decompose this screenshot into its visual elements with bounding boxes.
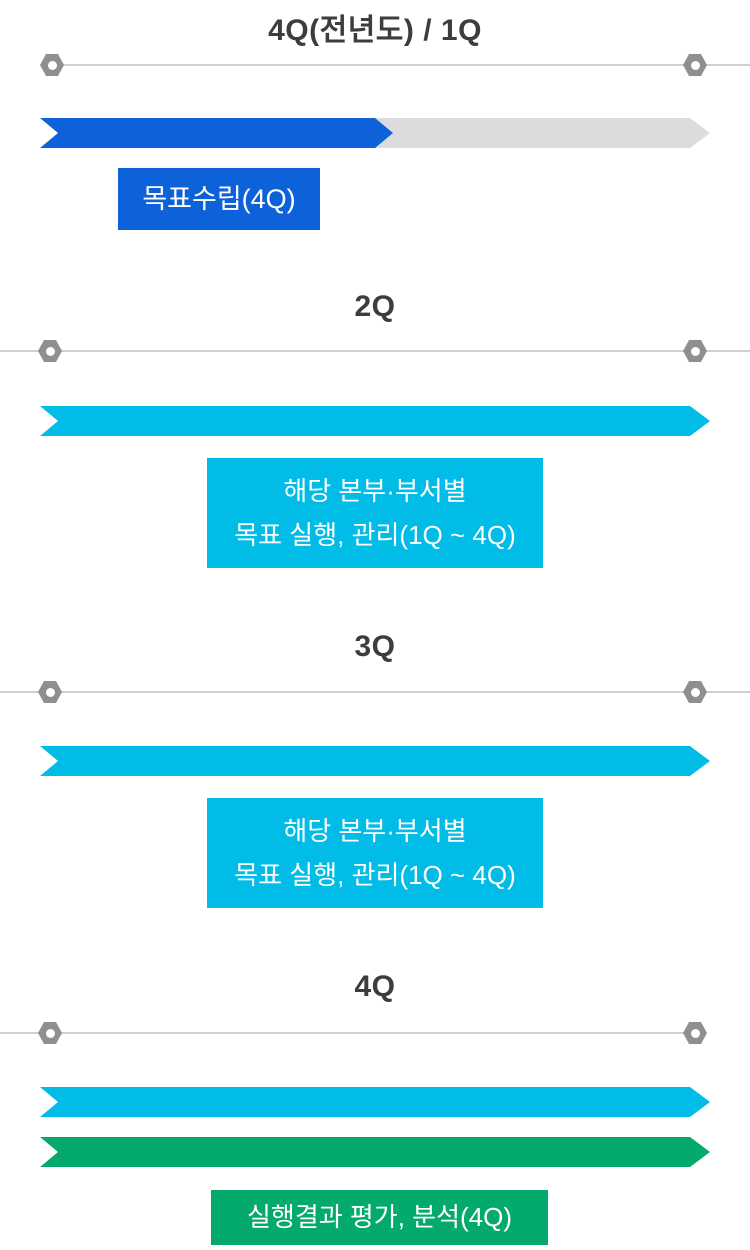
- node-hole: [45, 1028, 55, 1038]
- phase-2-track-line: [0, 350, 750, 352]
- phase-3-end-node-icon: [683, 681, 707, 703]
- phase-1-remaining-arrow: [375, 118, 710, 148]
- phase-1-end-node-icon: [683, 54, 707, 76]
- phase-1-progress-arrow: [40, 118, 393, 148]
- phase-4-label: 실행결과 평가, 분석(4Q): [211, 1190, 548, 1245]
- phase-4-end-node-icon: [683, 1022, 707, 1044]
- phase-1-track-line: [52, 64, 750, 66]
- phase-2-start-node-icon: [38, 340, 62, 362]
- phase-4-title: 4Q: [354, 970, 396, 1003]
- phase-2-title: 2Q: [354, 290, 396, 323]
- phase-3-label: 해당 본부·부서별 목표 실행, 관리(1Q ~ 4Q): [207, 798, 543, 908]
- node-hole: [690, 346, 700, 356]
- phase-4-evaluation-arrow: [40, 1137, 710, 1167]
- node-hole: [45, 346, 55, 356]
- node-hole: [47, 60, 57, 70]
- phase-2-end-node-icon: [683, 340, 707, 362]
- phase-4-track-line: [0, 1032, 695, 1034]
- phase-2-label-line1: 해당 본부·부서별: [283, 476, 467, 506]
- node-hole: [690, 1028, 700, 1038]
- phase-4-start-node-icon: [38, 1022, 62, 1044]
- phase-2-label-line2: 목표 실행, 관리(1Q ~ 4Q): [234, 520, 516, 550]
- node-hole: [45, 687, 55, 697]
- phase-3-start-node-icon: [38, 681, 62, 703]
- phase-2-label: 해당 본부·부서별 목표 실행, 관리(1Q ~ 4Q): [207, 458, 543, 568]
- node-hole: [690, 687, 700, 697]
- phase-3-title: 3Q: [354, 630, 396, 663]
- node-hole: [690, 60, 700, 70]
- phase-2-progress-arrow: [40, 406, 710, 436]
- phase-1-start-node-icon: [40, 54, 64, 76]
- phase-3-label-line2: 목표 실행, 관리(1Q ~ 4Q): [234, 860, 516, 890]
- phase-3-progress-arrow: [40, 746, 710, 776]
- phase-4-execution-arrow: [40, 1087, 710, 1117]
- phase-1-label: 목표수립(4Q): [118, 168, 320, 230]
- phase-3-label-line1: 해당 본부·부서별: [283, 816, 467, 846]
- phase-3-track-line: [0, 691, 750, 693]
- phase-1-title: 4Q(전년도) / 1Q: [268, 14, 482, 47]
